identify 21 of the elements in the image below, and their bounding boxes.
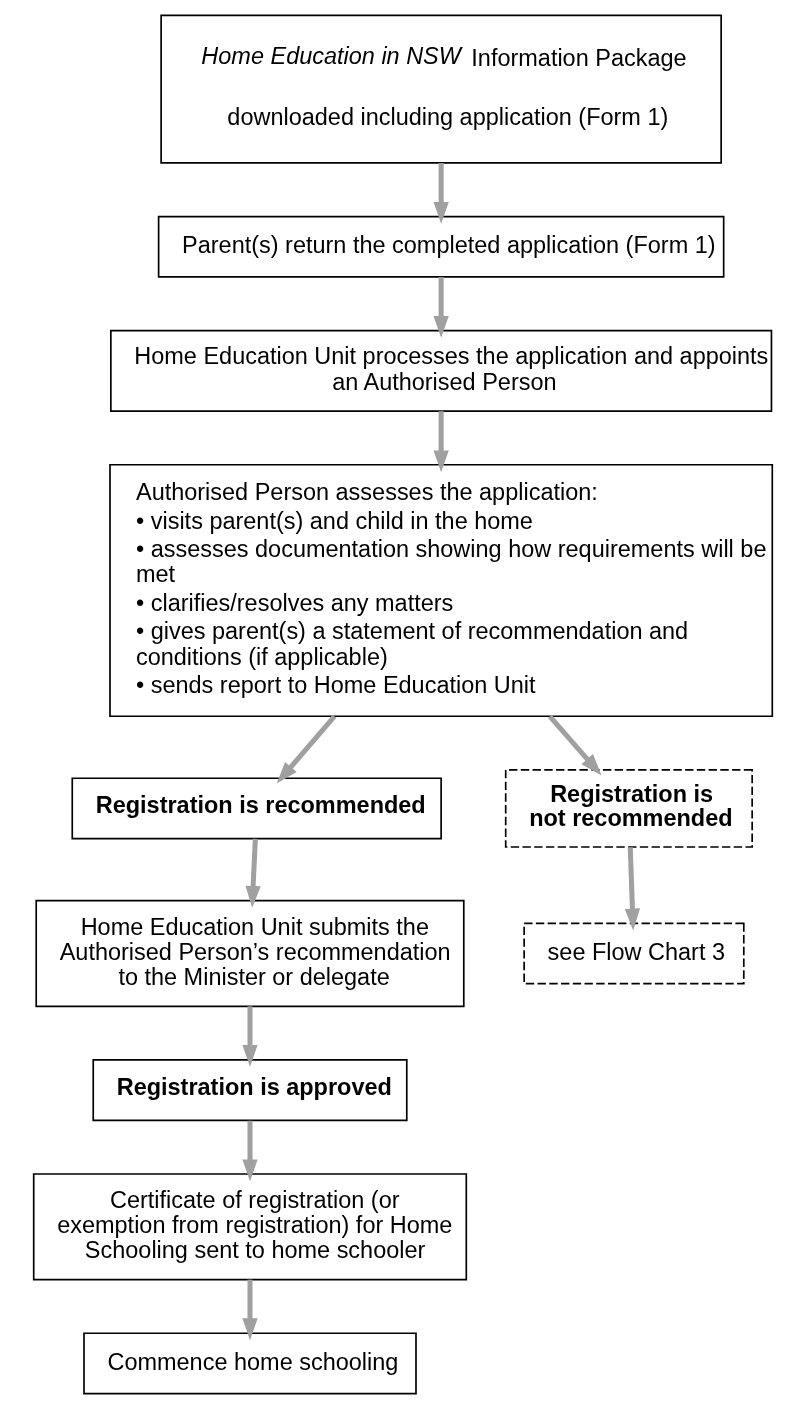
node-box: Authorised Person assesses the application: • visits parent(s) and child in the home • assesses documentation showing how requirements will be met • clarifies/resolves any matters • gives parent(s) a statement of recommendation and conditions (if applicable) • sends report to Home Education Unit — [109, 463, 774, 718]
node-box: Home Education Unit submits the Authorised Person’s recommendation to the Minister or delegate — [35, 899, 465, 1008]
arrow — [245, 838, 261, 908]
node-box: Certificate of registration (or exemption from registration) for Home Schooling sent to home schooler — [32, 1173, 468, 1281]
arrow — [242, 1279, 258, 1341]
arrow — [433, 163, 449, 224]
arrow — [624, 847, 641, 931]
arrow — [242, 1006, 258, 1067]
node-box: Registration is approved — [92, 1059, 408, 1122]
arrow — [276, 714, 337, 784]
arrow — [433, 411, 449, 473]
node-box: Home Education Unit processes the application and appoints an Authorised Person — [110, 329, 773, 412]
arrow — [433, 277, 449, 338]
arrow — [242, 1120, 258, 1182]
node-box: see Flow Chart 3 — [523, 922, 745, 985]
node-box: Registration is recommended — [71, 777, 442, 840]
node-box: Parent(s) return the completed application (Form 1) — [157, 215, 725, 278]
node-box: Home Education in NSW Information Package downloaded including application (Form 1) — [160, 14, 722, 164]
arrow — [547, 714, 602, 776]
node-box: Registration is not recommended — [504, 769, 753, 848]
node-box: Commence home schooling — [83, 1332, 417, 1395]
